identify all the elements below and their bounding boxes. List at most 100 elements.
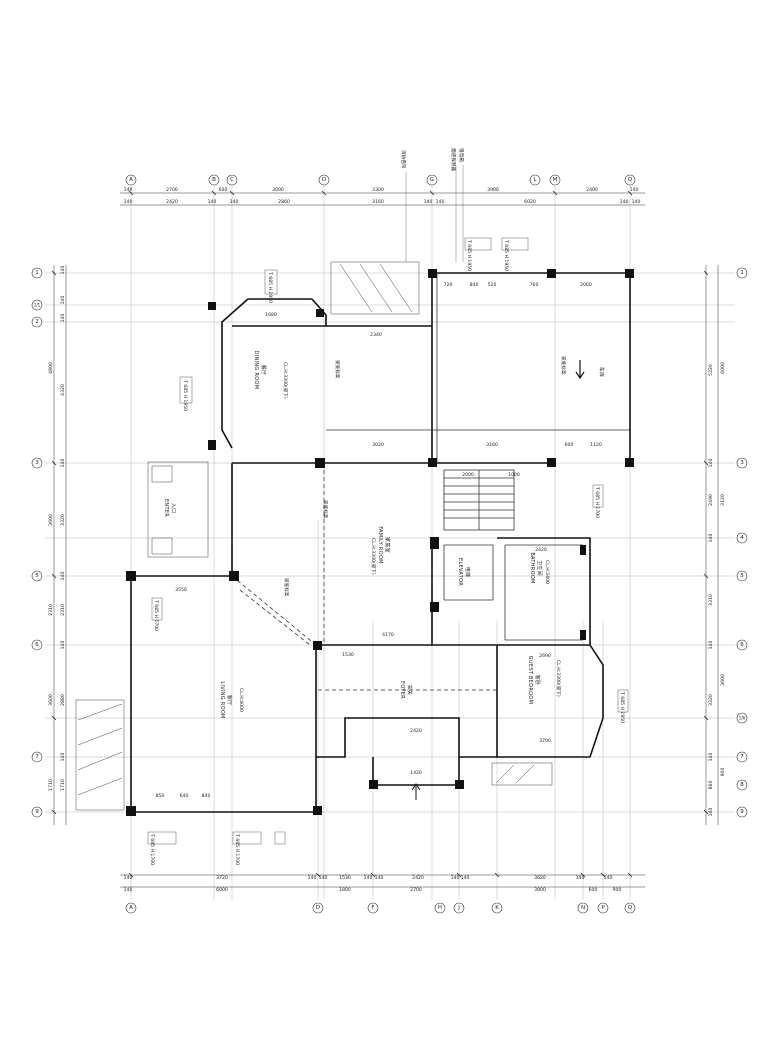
inner-dim: 2060 xyxy=(580,282,592,288)
dim-value: 140 xyxy=(60,296,66,305)
axis-label: 1 xyxy=(35,270,39,276)
dim-value: 3310 xyxy=(708,594,714,606)
dim-text-bottom-row2: 140 6000 1800 2700 3900 600 900 xyxy=(124,887,622,893)
dim-value: 140 xyxy=(124,187,133,193)
inner-dim: 1680 xyxy=(265,312,277,318)
dim-value: 3600 xyxy=(48,514,54,526)
dim-value: 140 xyxy=(708,459,714,468)
inner-dim: 2690 xyxy=(539,653,551,659)
top-callouts xyxy=(405,165,464,262)
beam-tag: 梁底标高 xyxy=(560,356,567,375)
dim-value: 1710 xyxy=(48,779,54,791)
dim-value: 140 xyxy=(60,314,66,323)
room-name-guest: 客卧 xyxy=(534,675,541,686)
dim-value: 3900 xyxy=(534,887,546,893)
dim-value: 4320 xyxy=(60,384,66,396)
room-name-elevator-en: ELEVATOR xyxy=(457,558,463,586)
axis-label: Q xyxy=(628,177,633,183)
dim-text-right-row1: 5220 140 2490 140 3310 140 3320 140 860 … xyxy=(708,364,714,816)
ceiling-tag: CL.H:6000 xyxy=(238,688,244,712)
axis-label: D xyxy=(316,905,320,911)
dim-value: 2420 xyxy=(412,875,424,881)
dim-value: 140 xyxy=(708,753,714,762)
dim-value: 2420 xyxy=(166,199,178,205)
dim-value: 140 xyxy=(708,534,714,543)
dim-value: 4800 xyxy=(48,362,54,374)
window-tag: T 685 H 1700 xyxy=(149,833,155,865)
beam-tag: 梁底标高 xyxy=(283,578,290,597)
axis-label: J xyxy=(457,905,460,911)
dim-value: 6000 xyxy=(216,887,228,893)
room-labels: 餐厅 DINING ROOM 家庭室 FAMILY ROOM 客厅 LIVING… xyxy=(163,351,605,719)
axis-label: 8 xyxy=(740,782,744,788)
room-name-dining-en: DINING ROOM xyxy=(253,351,259,390)
room-name-carport: 车库 xyxy=(598,367,605,378)
dim-value: 1800 xyxy=(339,887,351,893)
dim-value: 6020 xyxy=(524,199,536,205)
dim-value: 140 xyxy=(124,875,133,881)
dim-value: 140 xyxy=(308,875,317,881)
dim-value: 6000 xyxy=(720,362,726,374)
dim-value: 140 xyxy=(436,199,445,205)
axis-label: H xyxy=(438,905,442,911)
dim-value: 3160 xyxy=(372,199,384,205)
dim-value: 140 xyxy=(230,199,239,205)
ceiling-tag: CL.H:3300(梁下) xyxy=(370,538,377,575)
dim-text-top-row2: 140 2420 140 140 2860 3160 140 140 6020 … xyxy=(124,199,641,205)
dim-value: 3320 xyxy=(60,514,66,526)
window-tag: T 685 H 1950 xyxy=(619,691,625,723)
axis-label: A xyxy=(129,177,133,183)
ceiling-tag: CL.H:3300(梁下) xyxy=(555,660,562,697)
room-name-enter-en: ENTER xyxy=(163,499,169,517)
axis-label: 5 xyxy=(740,573,744,579)
window-tags xyxy=(147,237,629,845)
dim-value: 3300 xyxy=(372,187,384,193)
window-tag: T 685 H 1700 xyxy=(594,486,600,518)
dim-value: 3320 xyxy=(708,694,714,706)
dim-value: 1710 xyxy=(60,779,66,791)
entry-arrow-icon xyxy=(411,783,421,800)
inner-dim: 2000 xyxy=(462,472,474,478)
dim-value: 140 xyxy=(604,875,613,881)
axis-label: 5 xyxy=(35,573,39,579)
dim-value: 140 xyxy=(632,199,641,205)
dim-value: 2310 xyxy=(48,604,54,616)
dim-value: 3120 xyxy=(720,494,726,506)
dim-value: 140 xyxy=(319,875,328,881)
dim-value: 140 xyxy=(60,753,66,762)
axis-label: 1/1 xyxy=(34,303,41,308)
dim-value: 140 xyxy=(364,875,373,881)
window-tag: T 685 H 1950 xyxy=(503,239,509,271)
dim-value: 1530 xyxy=(339,875,351,881)
dim-value: 140 xyxy=(60,459,66,468)
ceiling-tags: CL.H:3300(梁下) CL.H:3300(梁下) CL.H:2400 CL… xyxy=(238,356,567,712)
axis-label: 2 xyxy=(35,319,39,325)
axis-labels-right: 1 3 4 5 6 1/6 7 8 9 xyxy=(739,270,746,815)
room-name-bath-en: BATHROOM xyxy=(529,552,535,583)
window-tag: T 685 H 1950 xyxy=(466,239,472,271)
room-name-living-en: LIVING ROOM xyxy=(219,681,225,718)
dim-text-left-row2: 4800 3600 2310 3600 1710 xyxy=(48,362,54,791)
inner-dim: 3020 xyxy=(372,442,384,448)
dim-text-bottom-row1: 140 3720 140 140 1530 140 140 2420 140 1… xyxy=(124,875,613,881)
inner-dim: 4170 xyxy=(382,632,394,638)
axis-label: 1/6 xyxy=(739,716,746,721)
room-name-enter: 入口 xyxy=(170,503,176,514)
room-name-living: 客厅 xyxy=(226,695,233,706)
axis-label: 3 xyxy=(740,460,744,466)
axis-label: 3 xyxy=(35,460,39,466)
dim-value: 140 xyxy=(461,875,470,881)
inner-dim: 640 xyxy=(180,793,189,799)
inner-dim: 3550 xyxy=(175,587,187,593)
room-name-foyer-en: FOYER xyxy=(399,681,405,699)
axis-label: 7 xyxy=(740,754,744,760)
dim-value: 140 xyxy=(375,875,384,881)
callout: 烟感探测器 xyxy=(450,148,457,171)
axis-label: B xyxy=(212,177,216,183)
room-name-family-en: FAMILY ROOM xyxy=(377,526,383,563)
dim-value: 600 xyxy=(219,187,228,193)
axis-label: P xyxy=(601,905,605,911)
dim-value: 140 xyxy=(451,875,460,881)
interior-walls xyxy=(231,273,630,691)
